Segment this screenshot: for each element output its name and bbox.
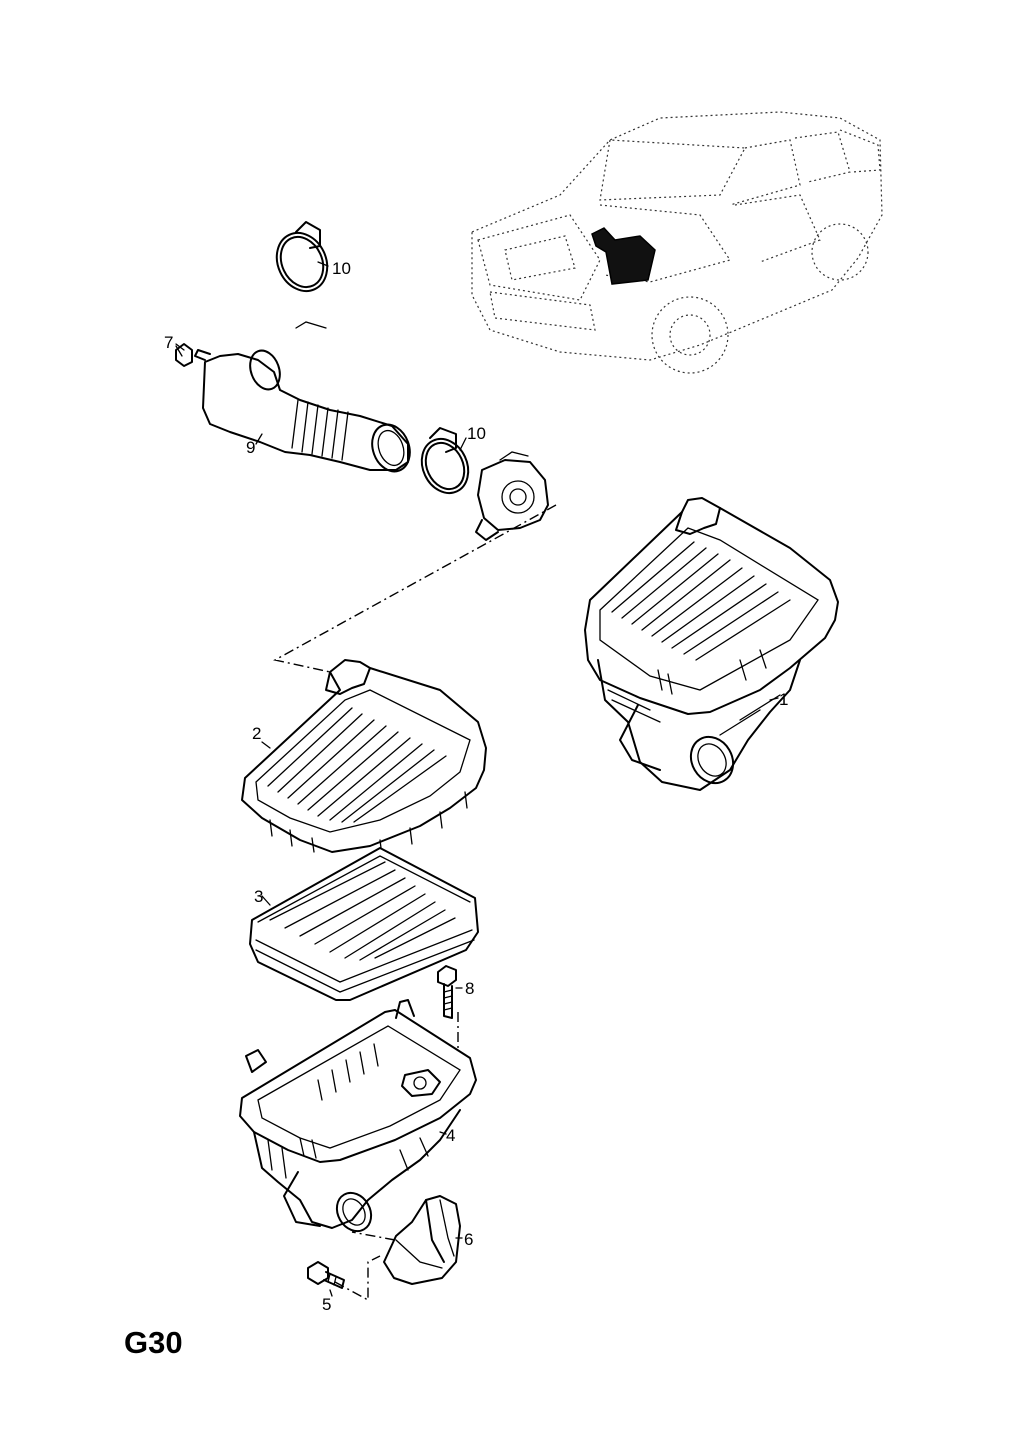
callout-7: 7 xyxy=(164,333,174,352)
callout-2: 2 xyxy=(252,724,262,743)
callout-6: 6 xyxy=(464,1230,474,1249)
callout-1: 1 xyxy=(779,690,789,709)
part-8-bolt xyxy=(437,965,457,1019)
callout-leader-lines xyxy=(175,261,779,1297)
vehicle-outline xyxy=(471,111,883,374)
part-1-air-cleaner-assembly xyxy=(584,497,839,791)
callout-10-upper: 10 xyxy=(332,259,351,278)
part-10-hose-clamp-lower xyxy=(420,427,470,495)
part-10-hose-clamp-upper xyxy=(275,221,329,329)
part-6-air-duct xyxy=(383,1195,461,1285)
callout-8: 8 xyxy=(465,979,475,998)
part-2-air-cleaner-cover xyxy=(241,659,487,857)
callout-3: 3 xyxy=(254,887,264,906)
callout-5: 5 xyxy=(322,1295,332,1314)
callout-9: 9 xyxy=(246,438,256,457)
callout-10-lower: 10 xyxy=(467,424,486,443)
callout-4: 4 xyxy=(446,1126,456,1145)
airflow-sensor-housing xyxy=(475,451,549,541)
diagram-code: G30 xyxy=(124,1325,183,1360)
part-7-clip xyxy=(175,343,193,367)
part-5-bolt xyxy=(307,1261,345,1289)
part-9-intake-hose xyxy=(194,349,411,473)
part-3-filter-element xyxy=(249,847,479,1001)
part-4-air-cleaner-housing xyxy=(239,999,477,1233)
air-cleaner-location-highlight xyxy=(591,227,656,285)
